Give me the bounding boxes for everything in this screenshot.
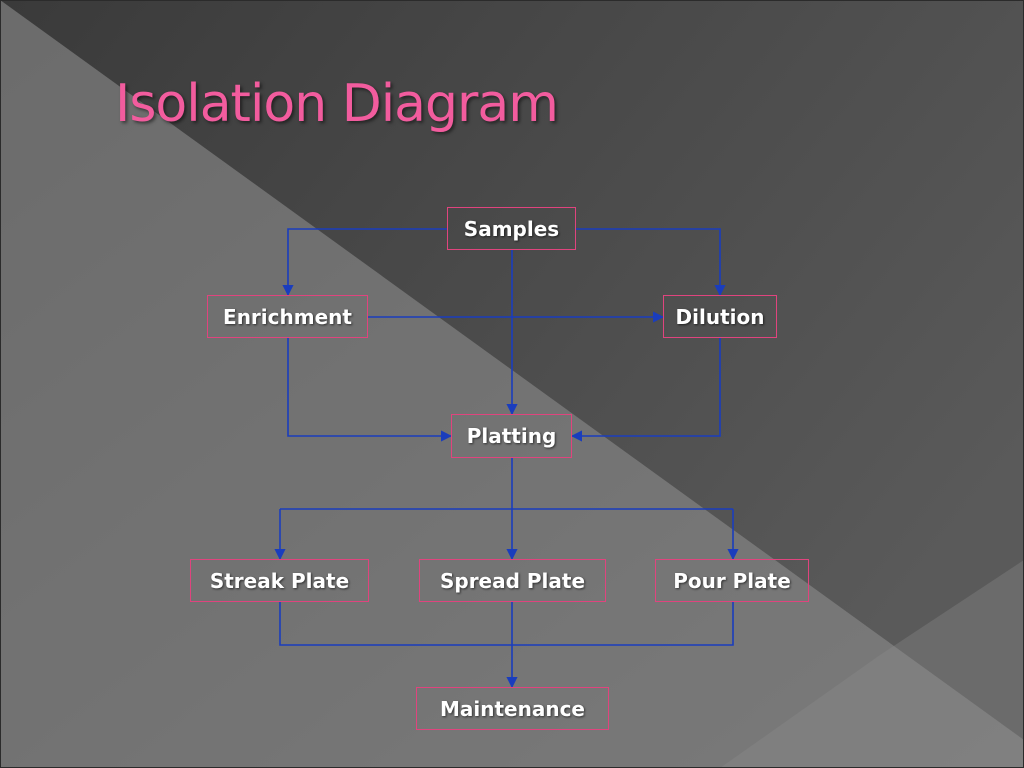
edge-samples-dilution (576, 228, 726, 297)
node-samples: Samples (447, 207, 576, 250)
node-enrichment: Enrichment (207, 295, 368, 338)
edge-samples-enrichment (282, 228, 447, 297)
node-spread-plate: Spread Plate (419, 559, 606, 602)
edge-plates-merge-bar (279, 602, 734, 646)
edge-dilution-platting (570, 338, 721, 442)
edge-enrichment-platting (287, 338, 453, 442)
node-pour-plate: Pour Plate (655, 559, 809, 602)
slide-title: Isolation Diagram (115, 74, 559, 134)
node-streak-plate: Streak Plate (190, 559, 369, 602)
node-maintenance: Maintenance (416, 687, 609, 730)
node-dilution: Dilution (663, 295, 777, 338)
node-platting: Platting (451, 414, 572, 458)
